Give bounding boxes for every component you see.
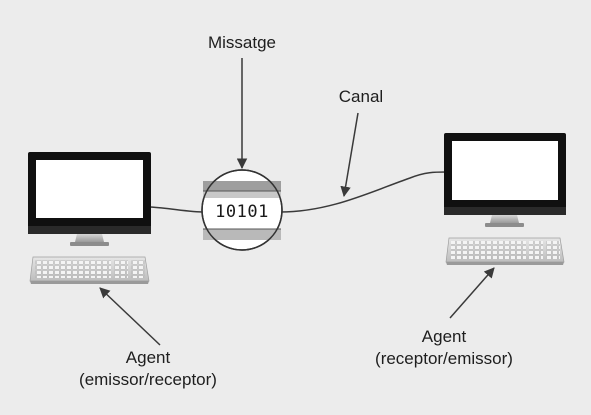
left-computer [28, 152, 151, 284]
left-screen [36, 160, 143, 218]
right-keyboard [445, 237, 565, 265]
channel-arrow [340, 112, 359, 198]
right-agent-title: Agent [422, 327, 467, 346]
channel-cable [279, 171, 447, 213]
message-label: Missatge [208, 33, 276, 52]
right-monitor [444, 133, 566, 227]
right-computer [444, 133, 566, 265]
left-agent-role: (emissor/receptor) [79, 370, 217, 389]
left-monitor [28, 152, 151, 246]
left-keyboard [29, 256, 150, 284]
right-agent-role: (receptor/emissor) [375, 349, 513, 368]
right-screen [452, 141, 558, 200]
message-bits: 10101 [215, 202, 269, 222]
message-capsule: 10101 [201, 169, 283, 251]
left-agent-arrow [99, 287, 161, 346]
left-cable [149, 206, 206, 213]
right-agent-arrow [449, 267, 495, 319]
left-agent-title: Agent [126, 348, 171, 367]
channel-label: Canal [339, 87, 383, 106]
